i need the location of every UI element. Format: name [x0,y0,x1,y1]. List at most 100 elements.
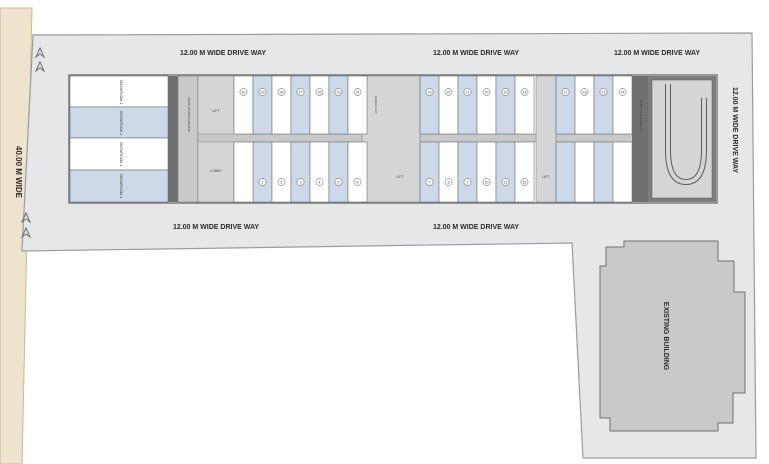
unit-number-badge [277,88,286,96]
unit: 7 [419,141,440,203]
unit-cell [612,141,633,203]
showroom [69,106,169,139]
driveway-label-top-mid: 12.00 M WIDE DRIVE WAY [433,50,519,57]
unit-number-badge [353,88,362,96]
unit-number: 1 [262,180,264,184]
unit: 6 [347,141,368,203]
unit-cell [252,75,273,135]
unit-number-badge [315,178,324,186]
unit-number: 12 [523,180,527,184]
unit-cell [233,141,254,203]
unit: 28 [271,75,292,135]
unit-cell [555,141,576,203]
unit-number-badge [425,88,434,96]
unit-number: 10 [485,180,489,184]
unit-number: 24 [356,90,360,94]
unit-number: 16 [583,90,587,94]
unit-number: 26 [318,90,322,94]
unit-cell [309,75,330,135]
unit-number-badge [501,88,510,96]
unit: 10 [476,141,497,203]
lobby-label: LOBBY [210,169,222,173]
core-left [177,75,199,203]
unit-number-badge [520,178,529,186]
unit-number-badge [296,88,305,96]
unit-number-badge [296,178,305,186]
unit-number: 25 [337,90,341,94]
unit-number-badge [580,88,589,96]
unit-number-badge [599,88,608,96]
unit: 24 [347,75,368,135]
unit: 29 [252,75,273,135]
unit-number-badge [315,88,324,96]
cargo-lift-label: CARGO LIFT [374,96,378,114]
unit-number-badge [444,88,453,96]
showroom [69,169,169,203]
ramp-curve-inner [666,84,706,185]
unit-number: 7 [429,180,431,184]
unit: 20 [476,75,497,135]
showroom-block: SHOWROOM-1 SHOWROOM-2 SHOWROOM-3 SHOWROO… [69,75,169,203]
unit-cell [309,141,330,203]
unit-number-badge [520,88,529,96]
unit-cell [438,141,459,203]
unit-cell [514,141,535,203]
unit-cell [476,141,497,203]
unit-number: 21 [466,90,470,94]
north-arrow-icon [34,46,46,73]
lift-label: LIFT [542,175,550,179]
unit-number-badge [239,88,248,96]
unit: 17 [555,75,576,135]
unit-cell [347,75,368,135]
unit: 8 [438,141,459,203]
unit-number-badge [425,178,434,186]
unit-number: 11 [504,180,508,184]
unit: 30 [233,75,254,135]
unit-number-badge [334,88,343,96]
unit: 16 [574,75,595,135]
unit-cell [328,141,349,203]
unit-cell [495,141,516,203]
existing-building [599,240,746,432]
lift-label: LIFT [212,109,220,113]
unit-number: 19 [504,90,508,94]
unit-cell [290,75,311,135]
showroom-label: SHOWROOM-1 [119,80,123,105]
existing-building-label: EXISTING BUILDING [662,302,669,371]
unit-number: 2 [281,180,283,184]
driveway-label-top-left: 12.00 M WIDE DRIVE WAY [180,50,266,57]
unit: 26 [309,75,330,135]
unit-number: 4 [319,180,321,184]
ramp-label: RAMP FROM BASEMENT [187,97,191,133]
showroom [69,137,169,171]
unit: 25 [328,75,349,135]
unit: 1 [252,141,273,203]
unit: 21 [457,75,478,135]
showroom [69,75,169,108]
unit-number-badge [482,88,491,96]
unit-number: 28 [280,90,284,94]
unit-number-badge [353,178,362,186]
unit-number: 8 [448,180,450,184]
unit-number: 9 [467,180,469,184]
unit: 19 [495,75,516,135]
unit: 23 [419,75,440,135]
unit-number: 14 [621,90,625,94]
unit-cell [612,75,633,135]
showroom-label: SHOWROOM-4 [119,174,123,199]
unit-cell [419,141,440,203]
unit-cell [419,75,440,135]
showroom-label: SHOWROOM-3 [119,142,123,167]
service-core-right [535,75,557,203]
unit: 18 [514,75,535,135]
unit-cell [252,141,273,203]
unit-cell [328,75,349,135]
ramp-from-basement [168,76,178,202]
unit-cell [574,141,595,203]
unit-cell [233,75,254,135]
unit-cell [290,141,311,203]
unit-cell [476,75,497,135]
driveway-label-bottom-left: 12.00 M WIDE DRIVE WAY [173,224,259,231]
